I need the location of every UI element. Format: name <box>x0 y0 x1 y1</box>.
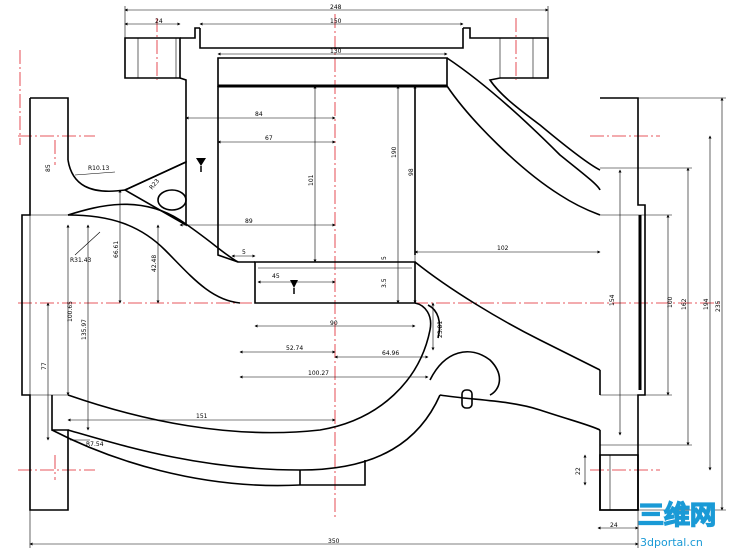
radius-10-13: R10.13 <box>88 165 110 172</box>
watermark-url: 3dportal.cn <box>640 536 703 549</box>
watermark-logo: 三维网 <box>638 500 716 531</box>
right-flange <box>599 97 646 511</box>
dimension-labels: 248 24 150 130 84 67 89 5 45 90 52.74 64… <box>41 4 722 545</box>
dim-52-74: 52.74 <box>286 345 303 352</box>
dim-v-154: 154 <box>609 294 616 306</box>
dim-top-overall: 248 <box>330 4 342 11</box>
dim-bottom-right: 24 <box>610 522 618 529</box>
dim-v-77: 77 <box>41 362 48 370</box>
dim-100-27: 100.27 <box>308 370 329 377</box>
dim-v-5: 5 <box>381 256 388 260</box>
dim-v-194: 194 <box>703 298 710 310</box>
dim-v-190: 190 <box>391 146 398 158</box>
center-lines <box>18 14 720 520</box>
dim-top-inner: 130 <box>330 48 342 55</box>
dim-v-42-48: 42.48 <box>151 255 158 272</box>
dim-v-135-97: 135.97 <box>81 319 88 340</box>
dim-v-235: 235 <box>715 300 722 312</box>
dim-bottom-overall: 350 <box>328 538 340 545</box>
radius-23: R23 <box>148 178 161 192</box>
dim-64-96: 64.96 <box>382 350 399 357</box>
dim-102: 102 <box>497 245 509 252</box>
dim-v-98: 98 <box>408 168 415 176</box>
dim-5: 5 <box>242 249 246 256</box>
dim-90: 90 <box>330 320 338 327</box>
top-flange <box>124 27 549 88</box>
dim-67: 67 <box>265 135 273 142</box>
dim-top-flange: 150 <box>330 18 342 25</box>
dim-89: 89 <box>245 218 253 225</box>
surface-finish-marks <box>196 158 298 294</box>
dim-84: 84 <box>255 111 263 118</box>
dim-v-66-61: 66.61 <box>113 241 120 258</box>
dim-45: 45 <box>272 273 280 280</box>
radius-7-54: R7.54 <box>86 441 104 448</box>
dim-v-100-65: 100.65 <box>67 301 74 322</box>
watermark: 三维网 3dportal.cn <box>637 499 716 549</box>
dim-v-85: 85 <box>45 164 52 172</box>
dim-v-3-5: 3.5 <box>381 278 388 288</box>
dim-v-100: 100 <box>667 296 674 308</box>
dimension-lines <box>29 6 726 548</box>
dim-top-flange-left: 24 <box>155 18 163 25</box>
dim-v-101: 101 <box>308 174 315 186</box>
radius-31-43: R31.43 <box>70 257 92 264</box>
dim-151: 151 <box>196 413 208 420</box>
body-outline <box>51 57 601 487</box>
dim-v-162: 162 <box>681 298 688 310</box>
left-flange <box>21 97 69 511</box>
dim-v-23-81: 23.81 <box>437 321 444 338</box>
dim-v-22: 22 <box>575 467 582 475</box>
